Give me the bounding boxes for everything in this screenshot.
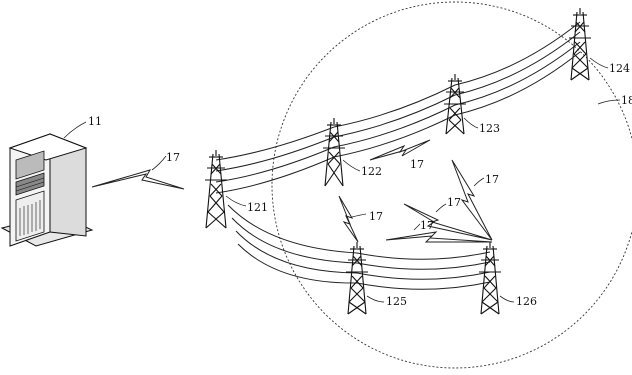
tower-126-label: 126: [516, 295, 537, 308]
wireless-leader-1: [151, 155, 167, 171]
wireless-label-3: 17: [369, 210, 383, 223]
wireless-link-122-125: [338, 195, 359, 243]
tower-122-label: 122: [361, 165, 382, 178]
tower-121-label: 121: [247, 201, 268, 214]
wireless-leader-4: [473, 177, 485, 187]
server-icon: [0, 133, 94, 247]
wireless-label-2: 17: [410, 158, 424, 171]
range-label: 18: [621, 94, 632, 107]
tower-124: [569, 8, 591, 81]
tower-125-label: 125: [386, 295, 407, 308]
wireless-link-a-126: [403, 203, 493, 241]
range-leader: [597, 99, 621, 105]
tower-121-leader: [225, 195, 247, 207]
tower-122: [323, 118, 345, 187]
tower-123-label: 123: [479, 122, 500, 135]
wireless-link-b-126: [385, 231, 493, 243]
tower-124-label: 124: [609, 62, 630, 75]
wireless-label-1: 17: [166, 151, 180, 164]
tower-125: [346, 242, 368, 315]
tower-123: [444, 74, 466, 135]
tower-124-leader: [589, 57, 609, 69]
wireless-label-6: 17: [420, 219, 434, 232]
tower-125-leader: [366, 295, 385, 303]
wireless-leader-5: [435, 203, 447, 213]
tower-121: [205, 150, 227, 229]
wireless-link-server: [91, 169, 185, 190]
server-leader: [63, 121, 87, 139]
wireless-leader-3: [351, 213, 367, 218]
tower-126: [479, 242, 501, 315]
server-label: 11: [88, 115, 102, 128]
wireless-label-4: 17: [485, 173, 499, 186]
tower-123-leader: [463, 117, 479, 129]
wireless-link-122-123: [369, 139, 431, 161]
wireless-leader-6: [413, 223, 421, 231]
tower-122-leader: [342, 159, 361, 172]
wireless-label-5: 17: [447, 196, 461, 209]
power-lines: [215, 21, 581, 290]
tower-126-leader: [499, 295, 515, 303]
